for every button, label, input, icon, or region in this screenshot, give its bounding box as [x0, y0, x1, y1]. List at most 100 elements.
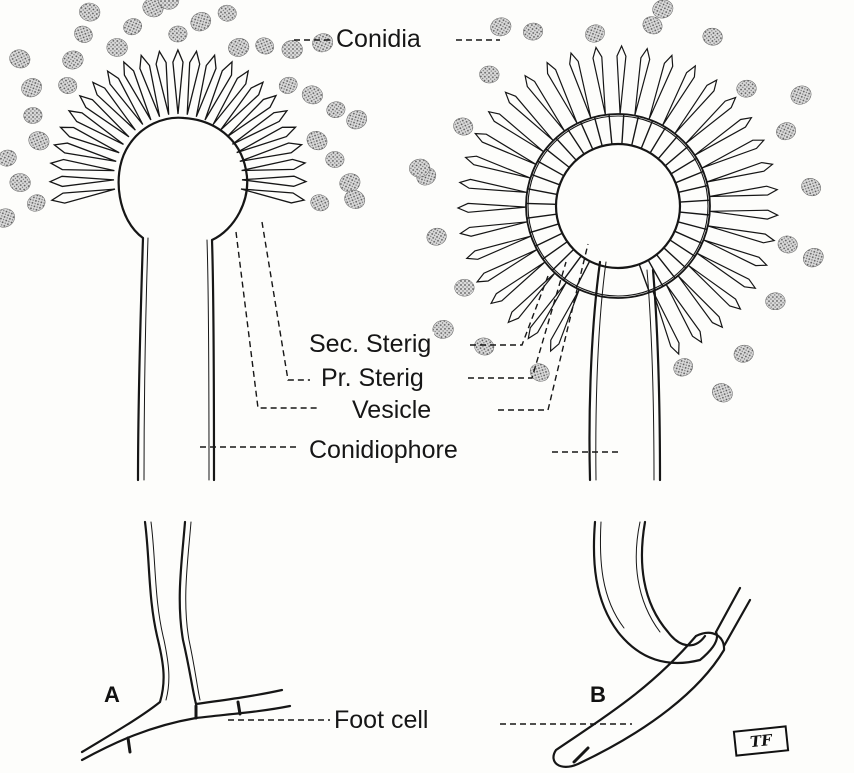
phialide-a [124, 62, 151, 120]
metula-b [563, 256, 581, 280]
phialide-a [237, 127, 296, 152]
conidium [451, 115, 475, 137]
conidium [121, 16, 144, 37]
conidium [800, 245, 827, 271]
phialide-b [593, 48, 605, 115]
metula-b [622, 114, 624, 144]
leader-vesicle-b [498, 244, 588, 410]
metula-b [665, 146, 688, 165]
conidium [57, 76, 78, 95]
conidium [24, 191, 48, 214]
conidium [325, 151, 344, 168]
phialide-a [173, 50, 183, 114]
conidial-head-a [0, 0, 370, 240]
phialide-b [460, 222, 527, 236]
conidium [23, 107, 42, 124]
conidiophore-a-right-wall [212, 240, 214, 480]
conidium [765, 292, 785, 310]
phialide-b [675, 80, 717, 134]
metula-b [595, 117, 603, 146]
phialide-a [51, 160, 115, 171]
metula-b [679, 186, 708, 193]
phialide-b [617, 46, 626, 114]
metula-b [650, 127, 666, 153]
label-conidiophore: Conidiophore [306, 438, 461, 463]
metula-b [568, 129, 585, 154]
conidium [309, 192, 331, 213]
label-foot-cell: Foot cell [331, 708, 431, 733]
conidium [0, 205, 18, 230]
phialide-b [458, 203, 526, 212]
conidium [78, 2, 101, 23]
conidium [425, 226, 448, 247]
metula-b [671, 158, 697, 174]
phialide-b [707, 163, 773, 182]
leader-secsterig-a [262, 222, 310, 380]
phialide-b [467, 236, 531, 259]
conidium [18, 75, 44, 100]
metula-b [552, 249, 573, 270]
metula-b [532, 175, 560, 185]
metula-b [527, 214, 557, 218]
conidium [168, 25, 188, 43]
conidium [489, 16, 513, 38]
phialide-b [491, 262, 545, 303]
phialide-b [695, 118, 752, 156]
conidium [300, 84, 324, 106]
conidium [473, 336, 496, 357]
metula-b [546, 149, 570, 168]
phialide-b [635, 49, 650, 116]
conidium [61, 49, 85, 71]
phialide-a [50, 176, 114, 186]
conidium [106, 38, 128, 57]
metula-b [676, 172, 704, 183]
conidium [736, 79, 757, 98]
metula-b [648, 260, 663, 286]
metula-b [535, 233, 562, 246]
conidium [702, 27, 724, 47]
conidium [776, 234, 799, 255]
phialide-b [489, 112, 544, 152]
phialide-b [688, 265, 740, 309]
phialide-b [708, 226, 774, 243]
conidium [310, 31, 335, 55]
leader-secsterig-b [470, 276, 548, 345]
label-pr-sterig: Pr. Sterig [318, 366, 427, 391]
conidium [187, 9, 214, 35]
conidium [774, 120, 798, 143]
metula-b [526, 203, 556, 204]
conidium [304, 128, 331, 153]
conidium [709, 380, 735, 405]
phialide-b [528, 282, 566, 338]
phialide-b [702, 140, 764, 168]
metula-b [675, 231, 702, 243]
conidium [527, 360, 552, 384]
metula-b [538, 161, 564, 176]
label-sec-sterig: Sec. Sterig [306, 332, 434, 357]
panel-label-b: B [590, 682, 606, 708]
leader-prsterig-b [468, 262, 566, 378]
conidium [26, 129, 52, 153]
conidium [0, 148, 18, 168]
conidium [9, 172, 32, 192]
conidium [72, 23, 96, 45]
phialide-b [460, 179, 527, 192]
conidium [343, 107, 370, 133]
conidium [277, 74, 300, 96]
label-vesicle: Vesicle [349, 398, 434, 423]
panel-label-a: A [104, 682, 120, 708]
conidium [7, 47, 32, 70]
conidium [282, 40, 303, 58]
metula-b [670, 240, 695, 257]
phialide-a [242, 159, 306, 170]
phialide-a [52, 189, 115, 203]
metula-b [543, 242, 568, 259]
phialide-a [241, 189, 304, 203]
phialide-a [61, 127, 120, 152]
conidium [217, 4, 237, 22]
conidiophore-a-left-wall [138, 238, 143, 480]
metula-b [609, 114, 612, 144]
phialide-b [666, 284, 702, 342]
metula-b [658, 136, 677, 159]
phialide-a [242, 176, 306, 186]
